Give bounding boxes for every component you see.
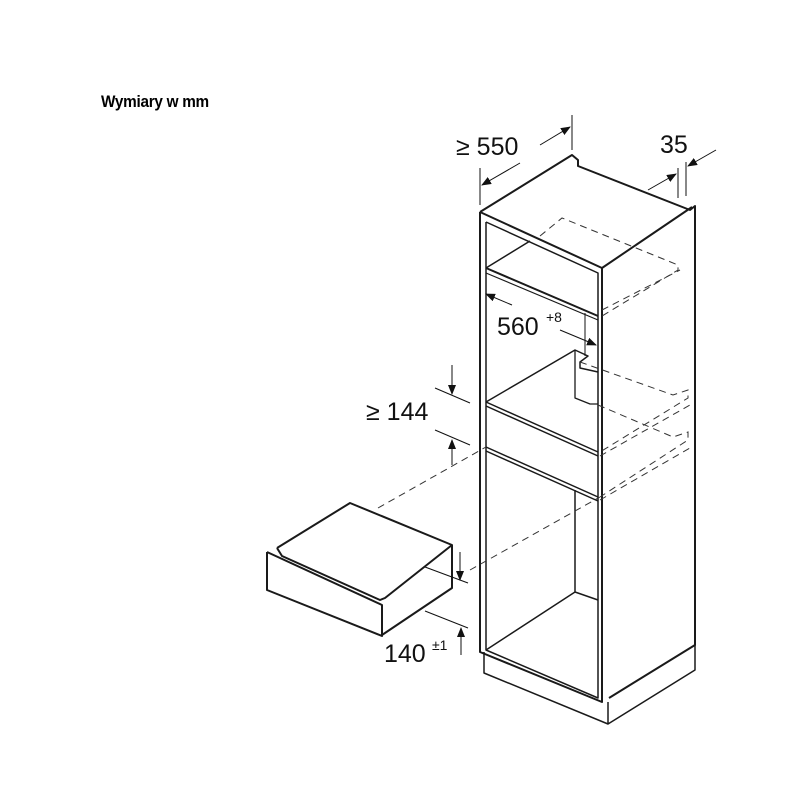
niche-height-label: ≥ 144 — [366, 398, 428, 426]
drawer-height-label: 140 — [384, 640, 426, 668]
niche-width-tolerance: +8 — [546, 309, 562, 325]
niche-width-label: 560 — [497, 313, 539, 341]
cabinet — [479, 154, 696, 725]
hidden-lines — [377, 217, 691, 571]
gap-label: 35 — [660, 131, 688, 159]
dimension-labels: ≥ 550 35 560 +8 ≥ 144 140 ±1 — [366, 131, 688, 668]
dimension-lines — [424, 115, 717, 655]
drawer-height-tolerance: ±1 — [432, 637, 448, 653]
diagram-title: Wymiary w mm — [101, 92, 209, 111]
warming-drawer — [266, 502, 453, 637]
depth-label: ≥ 550 — [456, 133, 518, 161]
